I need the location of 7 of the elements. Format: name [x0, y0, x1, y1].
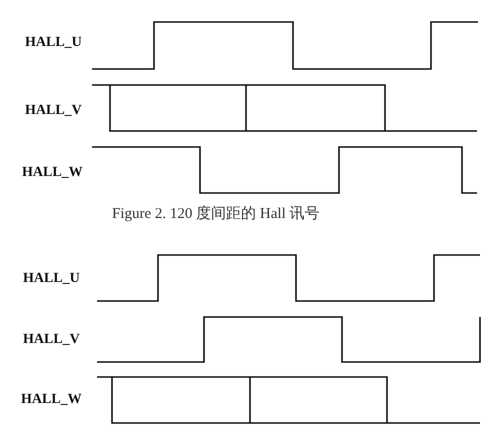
signal-label: HALL_W — [22, 166, 83, 180]
signal-label: HALL_V — [25, 104, 82, 118]
signal-label: HALL_W — [21, 393, 82, 407]
signal-label: HALL_U — [25, 36, 82, 50]
signal-label: HALL_U — [23, 272, 80, 286]
signal-label: HALL_V — [23, 333, 80, 347]
figure-caption: Figure 2. 120 度间距的 Hall 讯号 — [112, 207, 320, 222]
